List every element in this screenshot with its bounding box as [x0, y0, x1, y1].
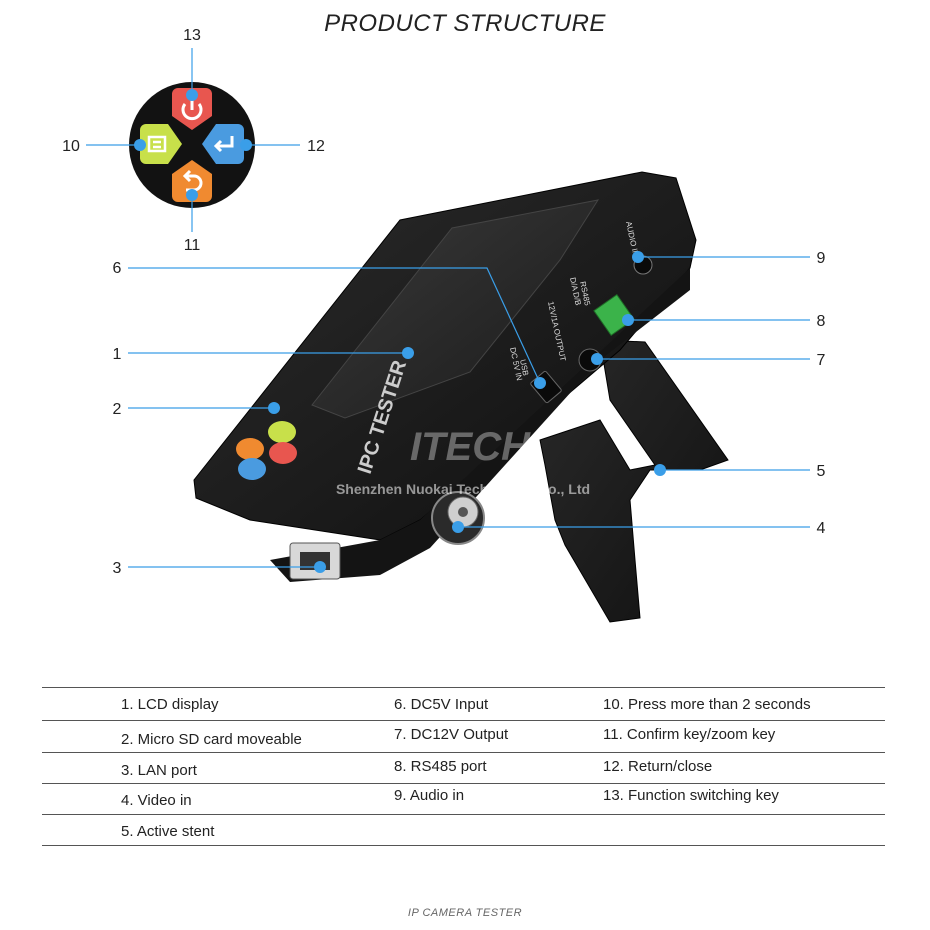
callout-lines	[86, 48, 810, 568]
callout-dot	[186, 189, 198, 201]
callout-dot	[632, 251, 644, 263]
enter-button[interactable]	[202, 124, 244, 164]
callout-3: 3	[113, 560, 122, 577]
company-watermark: Shenzhen Nuokai Technology Co., Ltd	[336, 481, 590, 497]
callout-6: 6	[113, 260, 122, 277]
front-menu-button[interactable]	[268, 421, 296, 443]
callout-7: 7	[817, 352, 826, 369]
callout-5: 5	[817, 463, 826, 480]
legend-item: 13. Function switching key	[603, 787, 779, 804]
table-rule	[42, 845, 885, 846]
callout-dot	[591, 353, 603, 365]
legend-item: 6. DC5V Input	[394, 696, 489, 713]
legend-item: 9. Audio in	[394, 787, 465, 804]
callout-1: 1	[113, 346, 122, 363]
brand-watermark: ITECH	[410, 425, 531, 469]
page-title: PRODUCT STRUCTURE	[324, 10, 606, 37]
bnc-connector	[431, 491, 485, 545]
table-rule	[42, 720, 885, 721]
callout-dot	[314, 561, 326, 573]
legend-item: 11. Confirm key/zoom key	[603, 726, 776, 743]
callout-dot	[622, 314, 634, 326]
table-rule	[42, 814, 885, 815]
table-rule	[42, 783, 885, 784]
legend-item: 10. Press more than 2 seconds	[603, 696, 811, 713]
legend-item: 7. DC12V Output	[394, 726, 509, 743]
front-power-button[interactable]	[269, 442, 297, 464]
rs485-terminal	[593, 293, 635, 337]
usb-label: USB	[518, 359, 530, 377]
legend-item: 2. Micro SD card moveable	[121, 731, 302, 748]
footer-caption: IP CAMERA TESTER	[407, 907, 523, 919]
legend-item: 1. LCD display	[121, 696, 219, 713]
front-return-button[interactable]	[236, 438, 264, 460]
table-rule	[42, 752, 885, 753]
callout-8: 8	[817, 313, 826, 330]
callout-4: 4	[817, 520, 826, 537]
legend-item: 8. RS485 port	[394, 758, 487, 775]
product-diagram: USB DC 5V IN 12V/1A OUTPUT RS485 D/A D/B…	[62, 27, 826, 623]
legend-item: 3. LAN port	[121, 762, 197, 779]
callout-11: 11	[184, 237, 201, 254]
active-stent	[539, 339, 729, 623]
legend-item: 4. Video in	[121, 792, 192, 809]
enter-icon	[213, 136, 234, 153]
table-rule	[42, 687, 885, 688]
menu-button[interactable]	[140, 124, 182, 164]
callout-2: 2	[113, 401, 122, 418]
callout-10: 10	[62, 138, 80, 155]
callout-dot	[534, 377, 546, 389]
callout-12: 12	[307, 138, 325, 155]
front-enter-button[interactable]	[238, 458, 266, 480]
callout-dot	[654, 464, 666, 476]
legend-item: 12. Return/close	[603, 758, 713, 775]
callout-dot	[134, 139, 146, 151]
legend-item: 5. Active stent	[121, 823, 215, 840]
lcd-screen	[311, 199, 600, 419]
callout-dot	[268, 402, 280, 414]
callout-dot	[452, 521, 464, 533]
callout-dot	[186, 89, 198, 101]
callout-dots	[134, 89, 666, 573]
tester-device: USB DC 5V IN 12V/1A OUTPUT RS485 D/A D/B…	[193, 171, 697, 582]
callout-13: 13	[183, 27, 201, 44]
callout-9: 9	[817, 250, 826, 267]
callout-dot	[240, 139, 252, 151]
callout-dot	[402, 347, 414, 359]
button-cluster	[129, 82, 255, 208]
return-button[interactable]	[172, 160, 212, 202]
menu-icon	[147, 135, 167, 153]
